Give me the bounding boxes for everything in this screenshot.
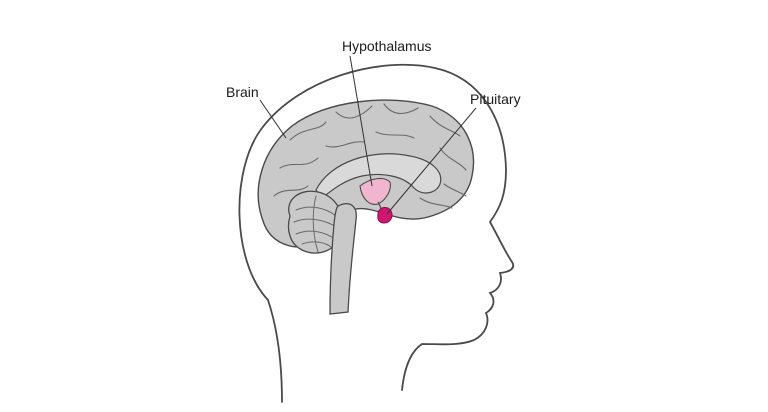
brain-folds <box>273 103 467 209</box>
hypothalamus-leader-line <box>349 55 373 187</box>
corpus-callosum <box>315 153 442 199</box>
pituitary-gland <box>377 206 393 224</box>
neck-outline <box>267 299 283 403</box>
hypothalamus-label: Hypothalamus <box>342 38 432 54</box>
brain-leader-line <box>259 99 287 139</box>
brain-stem <box>329 203 357 315</box>
head-outline <box>238 63 515 391</box>
brain-label: Brain <box>226 84 259 100</box>
pituitary-leader-line <box>386 107 477 215</box>
pituitary-label: Pituitary <box>470 91 521 107</box>
hypothalamus-region <box>359 177 391 205</box>
